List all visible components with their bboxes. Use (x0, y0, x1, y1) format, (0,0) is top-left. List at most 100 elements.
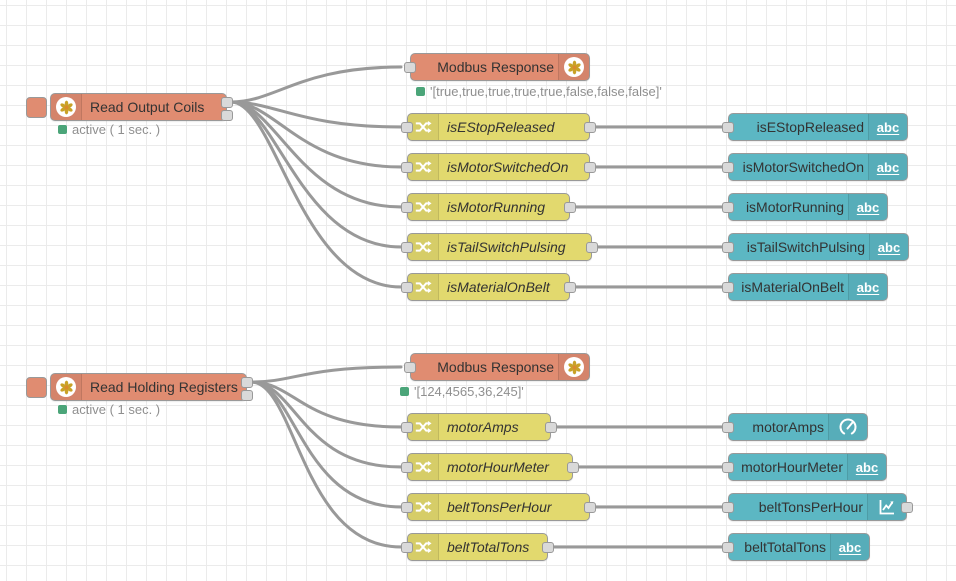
ui-text-node-beltTotalTons[interactable]: beltTotalTons abc (722, 533, 870, 561)
node-label: isMaterialOnBelt (447, 279, 550, 295)
status-text: '[true,true,true,true,true,false,false,f… (430, 84, 662, 99)
input-port[interactable] (722, 122, 734, 133)
input-port[interactable] (401, 542, 413, 553)
ui-text-node-isTailSwitchPulsing[interactable]: isTailSwitchPulsing abc (722, 233, 909, 261)
input-port[interactable] (404, 62, 416, 73)
ui-text-node-isMotorRunning[interactable]: isMotorRunning abc (722, 193, 888, 221)
status-text: active ( 1 sec. ) (72, 122, 161, 137)
change-node-isMaterialOnBelt[interactable]: isMaterialOnBelt (401, 273, 576, 301)
input-port[interactable] (722, 502, 734, 513)
input-port[interactable] (722, 282, 734, 293)
abc-icon: abc (869, 234, 908, 260)
abc-icon: abc (868, 114, 907, 140)
node-label: isMotorSwitchedOn (742, 159, 864, 175)
change-node-motorHourMeter[interactable]: motorHourMeter (401, 453, 579, 481)
input-port[interactable] (401, 462, 413, 473)
output-port[interactable] (221, 110, 233, 121)
ui-text-node-motorHourMeter[interactable]: motorHourMeter abc (722, 453, 887, 481)
ui-chart-node-beltTonsPerHour[interactable]: beltTonsPerHour (722, 493, 913, 521)
output-port[interactable] (241, 390, 253, 401)
node-modbus-response-2[interactable]: Modbus Response (404, 353, 590, 381)
node-label: isTailSwitchPulsing (447, 239, 566, 255)
ui-text-node-isEStopReleased[interactable]: isEStopReleased abc (722, 113, 908, 141)
node-label: Modbus Response (437, 359, 554, 375)
wire[interactable] (249, 365, 403, 384)
input-port[interactable] (722, 242, 734, 253)
input-port[interactable] (401, 282, 413, 293)
input-port[interactable] (401, 422, 413, 433)
node-label: motorAmps (752, 419, 824, 435)
output-port[interactable] (584, 502, 596, 513)
change-node-isMotorRunning[interactable]: isMotorRunning (401, 193, 576, 221)
change-node-isMotorSwitchedOn[interactable]: isMotorSwitchedOn (401, 153, 596, 181)
shuffle-icon (408, 154, 439, 180)
node-modbus-response-1[interactable]: Modbus Response (404, 53, 590, 81)
modbus-flower-icon (558, 54, 589, 80)
change-node-motorAmps[interactable]: motorAmps (401, 413, 557, 441)
node-read-holding-registers[interactable]: Read Holding Registers (26, 373, 253, 401)
status-dot-icon (416, 87, 425, 96)
ui-text-node-isMaterialOnBelt[interactable]: isMaterialOnBelt abc (722, 273, 888, 301)
ui-text-node-isMotorSwitchedOn[interactable]: isMotorSwitchedOn abc (722, 153, 908, 181)
output-port[interactable] (545, 422, 557, 433)
wire[interactable] (249, 380, 403, 549)
output-port[interactable] (542, 542, 554, 553)
node-label: isTailSwitchPulsing (746, 239, 865, 255)
wire[interactable] (229, 100, 403, 289)
change-node-isTailSwitchPulsing[interactable]: isTailSwitchPulsing (401, 233, 598, 261)
node-label: motorHourMeter (447, 459, 549, 475)
node-label: Modbus Response (437, 59, 554, 75)
shuffle-icon (408, 494, 439, 520)
modbus-flower-icon (558, 354, 589, 380)
modbus-flower-icon (51, 94, 82, 120)
wire[interactable] (229, 65, 403, 104)
inject-button[interactable] (26, 97, 47, 118)
change-node-beltTotalTons[interactable]: beltTotalTons (401, 533, 554, 561)
abc-icon: abc (868, 154, 907, 180)
output-port[interactable] (584, 122, 596, 133)
node-label: isEStopReleased (756, 119, 864, 135)
change-node-isEStopReleased[interactable]: isEStopReleased (401, 113, 596, 141)
input-port[interactable] (401, 242, 413, 253)
node-label: isMaterialOnBelt (741, 279, 844, 295)
node-label: isMotorRunning (447, 199, 546, 215)
output-port[interactable] (564, 202, 576, 213)
node-label: Read Holding Registers (90, 379, 238, 395)
node-label: motorHourMeter (741, 459, 843, 475)
output-port[interactable] (567, 462, 579, 473)
status-text: '[124,4565,36,245]' (414, 384, 524, 399)
input-port[interactable] (722, 422, 734, 433)
input-port[interactable] (722, 162, 734, 173)
status-dot-icon (58, 125, 67, 134)
node-label: beltTonsPerHour (758, 499, 863, 515)
node-label: isMotorRunning (745, 199, 844, 215)
output-port[interactable] (586, 242, 598, 253)
node-status: '[true,true,true,true,true,false,false,f… (416, 84, 662, 99)
shuffle-icon (408, 194, 439, 220)
input-port[interactable] (722, 542, 734, 553)
shuffle-icon (408, 534, 439, 560)
input-port[interactable] (722, 462, 734, 473)
output-port[interactable] (241, 377, 253, 388)
input-port[interactable] (401, 502, 413, 513)
chart-icon (867, 494, 906, 520)
output-port[interactable] (221, 97, 233, 108)
input-port[interactable] (722, 202, 734, 213)
input-port[interactable] (404, 362, 416, 373)
node-label: beltTotalTons (447, 539, 530, 555)
node-label: motorAmps (447, 419, 519, 435)
output-port[interactable] (901, 502, 913, 513)
change-node-beltTonsPerHour[interactable]: beltTonsPerHour (401, 493, 596, 521)
input-port[interactable] (401, 162, 413, 173)
ui-gauge-node-motorAmps[interactable]: motorAmps (722, 413, 868, 441)
input-port[interactable] (401, 122, 413, 133)
output-port[interactable] (564, 282, 576, 293)
node-read-output-coils[interactable]: Read Output Coils (26, 93, 233, 121)
input-port[interactable] (401, 202, 413, 213)
node-label: isEStopReleased (447, 119, 555, 135)
node-label: isMotorSwitchedOn (447, 159, 569, 175)
abc-icon: abc (847, 454, 886, 480)
inject-button[interactable] (26, 377, 47, 398)
output-port[interactable] (584, 162, 596, 173)
